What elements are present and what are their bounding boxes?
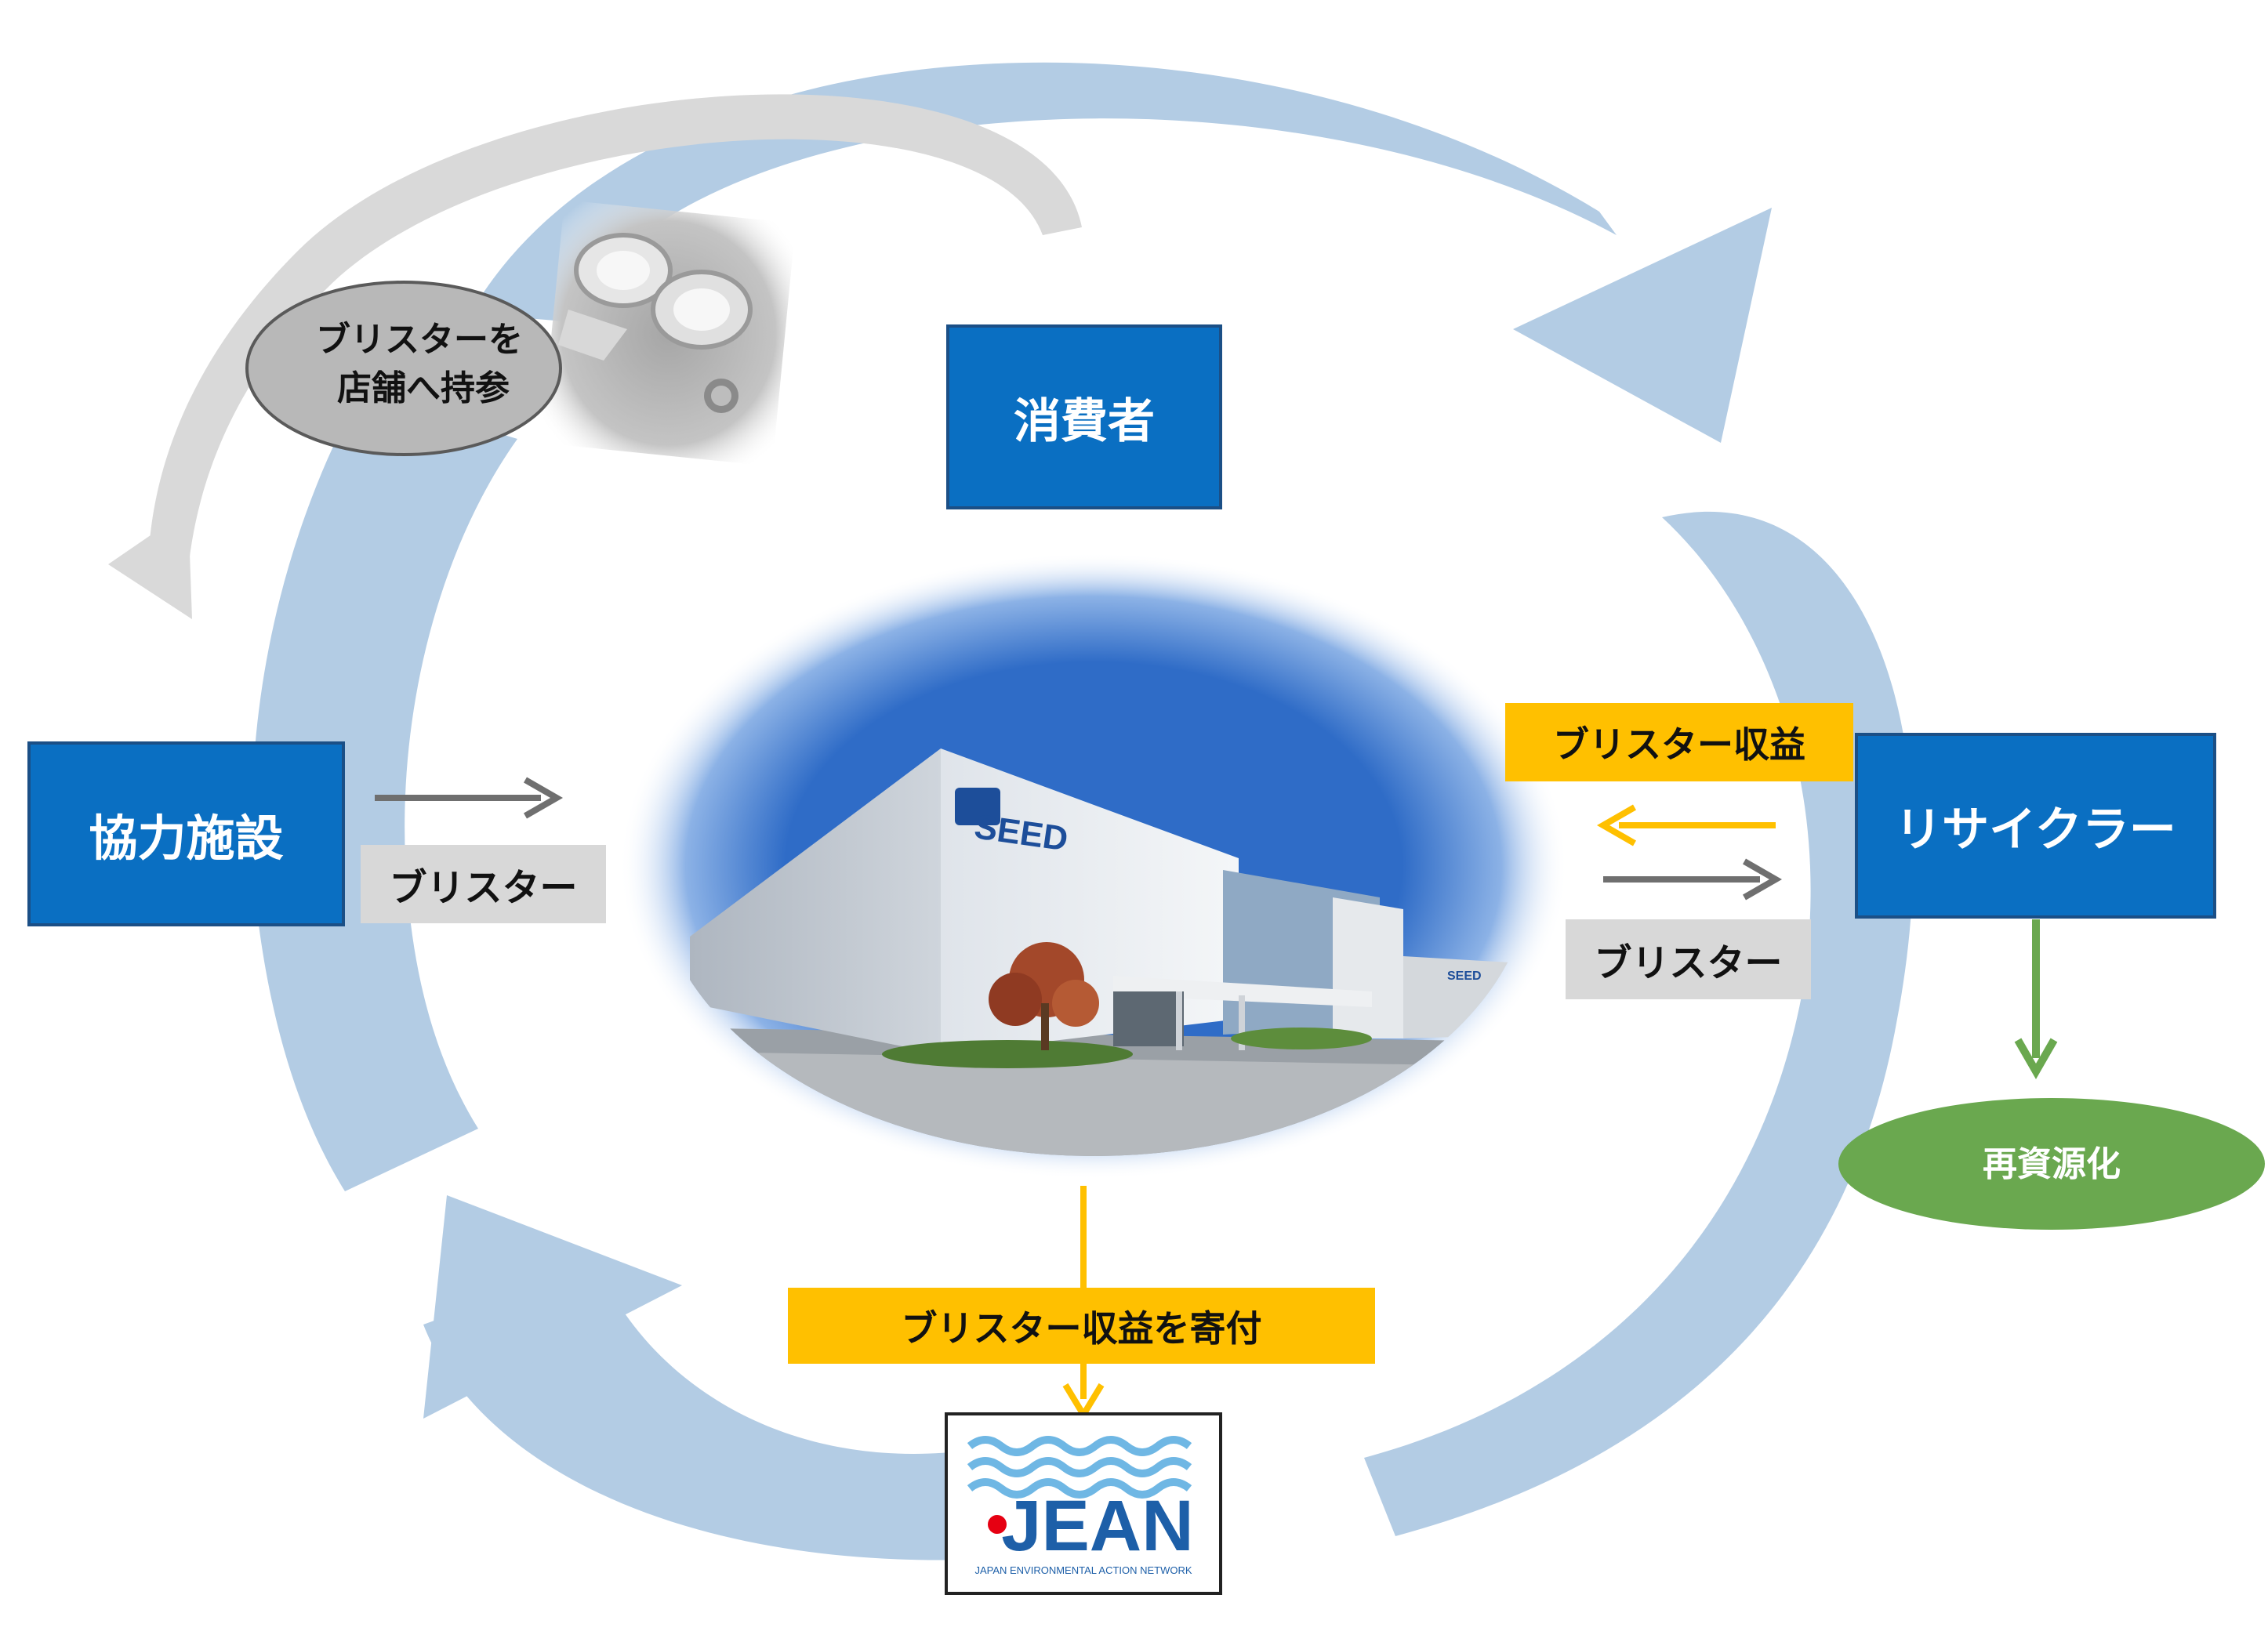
arrow-revenue-to-center <box>1596 804 1776 846</box>
arrow-recycler-to-reuse <box>2014 919 2058 1080</box>
jean-red-dot <box>988 1515 1007 1534</box>
partner-facility-box: 協力施設 <box>27 741 345 926</box>
reuse-label: 再資源化 <box>1983 1144 2121 1184</box>
bring-to-store-line-1: ブリスターを <box>316 320 523 360</box>
consumer-box: 消費者 <box>946 324 1222 509</box>
consumer-label: 消費者 <box>1014 393 1155 449</box>
gray-return-arrow <box>108 94 1082 619</box>
bring-to-store-line-2: 店舗へ持参 <box>337 368 510 408</box>
factory-small-sign: SEED <box>1447 970 1482 983</box>
recycler-label: リサイクラー <box>1895 803 2176 857</box>
factory-photo: SEED SEED <box>619 553 1568 1180</box>
blister-label-right: ブリスター <box>1566 919 1811 999</box>
blister-photo <box>541 200 796 466</box>
jean-logo: JEAN JAPAN ENVIRONMENTAL ACTION NETWORK <box>945 1412 1222 1595</box>
recycler-box: リサイクラー <box>1855 733 2216 919</box>
cycle-arrow-right <box>1364 511 1914 1537</box>
arrow-center-to-recycler <box>1603 858 1783 901</box>
cycle-arrow-left <box>252 392 517 1191</box>
seed-logo-mark <box>955 788 1000 825</box>
blister-label-right-text: ブリスター <box>1594 941 1783 985</box>
partner-facility-label: 協力施設 <box>89 810 284 867</box>
revenue-label-text: ブリスター収益 <box>1553 723 1805 766</box>
blister-label-left: ブリスター <box>361 845 606 923</box>
revenue-label: ブリスター収益 <box>1505 703 1853 781</box>
reuse-bubble <box>1838 1098 2265 1230</box>
jean-tagline: JAPAN ENVIRONMENTAL ACTION NETWORK <box>974 1564 1192 1576</box>
arrow-partner-to-center <box>375 777 564 819</box>
blister-label-left-text: ブリスター <box>389 866 578 910</box>
jean-logo-text: JEAN <box>1001 1486 1193 1566</box>
cycle-arrow-bottom <box>423 1195 972 1560</box>
donation-label-text: ブリスター収益を寄付 <box>901 1307 1262 1350</box>
bring-to-store-bubble <box>245 281 562 456</box>
donation-label: ブリスター収益を寄付 <box>788 1288 1375 1364</box>
